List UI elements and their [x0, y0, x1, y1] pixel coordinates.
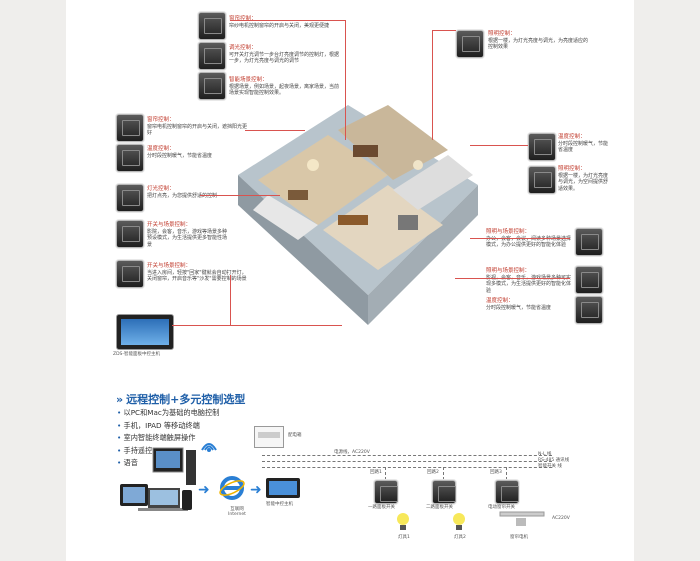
wall-panel-icon	[116, 260, 144, 288]
legend-item: RS-485 通讯线	[538, 458, 570, 463]
wall-panel-icon	[116, 220, 144, 248]
callout-label: 照明与场景控制：影视，会客，音乐，游戏场景多种可实现多模式，为生活提供更好的智能…	[486, 268, 572, 294]
callout-connector	[172, 325, 342, 326]
switch-label: 电动窗帘开关	[488, 505, 515, 510]
one-gang-switch-icon	[374, 480, 398, 504]
callout-label: 窗帘控制：帘纱电机控制窗帘的开启与关闭，美观更便捷	[229, 16, 330, 29]
breaker-strip	[258, 432, 280, 438]
wall-panel-icon	[198, 72, 226, 100]
double-chevron-icon: »	[116, 393, 124, 406]
arrow-right-icon: ➜	[198, 482, 210, 498]
wall-panel-icon	[528, 166, 556, 194]
callout-connector	[245, 130, 305, 131]
control-devices-illustration	[120, 447, 196, 511]
list-item: 以PC和Mac为基础的电脑控制	[117, 407, 220, 420]
branch-wire	[385, 467, 386, 485]
curtain-motor-label: 窗帘电机	[510, 535, 528, 540]
circuit-label: 回路3	[490, 470, 502, 475]
wall-panel-icon	[528, 133, 556, 161]
wall-panel-icon	[456, 30, 484, 58]
callout-label: 开关与场景控制：当进入房间，轻按"回家"键就会自动打开灯，关闭窗帘，开启音乐等"…	[147, 263, 247, 282]
callout-connector	[200, 195, 280, 196]
callout-label: 温度控制：分时段控制暖气，节能省温度	[147, 146, 213, 159]
callout-label: 智能场景控制：根据场景，例如场景，起夜场景，离家场景，当前场景实现智能控制效果。	[229, 77, 340, 96]
list-item: 语音	[117, 457, 219, 470]
callout-label: 开关与场景控制：影院，会客，音乐，游戏等场景多种预设模式，为生活提供更多智能性场…	[147, 222, 228, 248]
internet-label: 互联网 Internet	[228, 507, 246, 517]
bus-wire	[262, 455, 552, 456]
callout-connector	[470, 238, 570, 239]
wireless-signal-icon	[201, 443, 217, 452]
tablet-caption: ZDS-智能面板中控主机	[113, 352, 161, 357]
distribution-box	[254, 426, 284, 448]
light-bulb-icon	[397, 513, 409, 530]
callout-connector	[230, 20, 345, 21]
host-label: 智能中控主机	[266, 502, 293, 507]
light-bulb-icon	[453, 513, 465, 530]
wall-panel-icon	[198, 12, 226, 40]
callout-label: 照明控制：根据一楼，为灯光亮度与调光，为空间提供舒适效果。	[558, 166, 609, 192]
lamp-label: 灯具1	[398, 535, 410, 540]
circuit-label: 回路2	[427, 470, 439, 475]
callout-label: 温度控制：分时段控制暖气，节能省温度	[486, 298, 552, 311]
wall-panel-icon	[116, 144, 144, 172]
curtain-switch-icon	[495, 480, 519, 504]
callout-connector	[455, 278, 570, 279]
ac-label: 电源线，AC220V	[334, 450, 370, 455]
wall-panel-icon	[116, 114, 144, 142]
host-screen-display	[269, 481, 297, 495]
tablet-screen	[121, 319, 169, 345]
wall-panel-icon	[198, 42, 226, 70]
legend-item: N-L 线	[538, 452, 552, 457]
section-title: »远程控制+多元控制选型	[116, 393, 246, 406]
smart-host-screen	[266, 478, 300, 498]
wall-panel-icon	[575, 228, 603, 256]
wall-panel-icon	[116, 184, 144, 212]
list-item: 室内智能终端触屏操作	[117, 432, 219, 445]
list-item: 手持遥控	[117, 445, 219, 458]
two-gang-switch-icon	[432, 480, 456, 504]
callout-connector	[470, 145, 528, 146]
callout-connector	[432, 30, 456, 31]
arrow-right-icon: ➜	[250, 482, 262, 498]
switch-label: 一路面板开关	[368, 505, 395, 510]
callout-label: 照明控制：根据一楼，为灯光亮度与调光，为亮度适应的控制效果	[488, 31, 589, 50]
house-floorplan-illustration	[238, 105, 478, 325]
control-methods-list: 以PC和Mac为基础的电脑控制 手机，IPAD 等移动终端 室内智能终端触屏操作…	[117, 407, 220, 470]
branch-wire	[506, 467, 507, 485]
callout-label: 调光控制：可开关灯光调节一步台灯亮度调节的控制灯，根据一步，为灯光亮度与调光的调…	[229, 45, 340, 64]
branch-wire	[443, 467, 444, 485]
callout-connector	[432, 30, 433, 140]
callout-label: 灯光控制：把灯点亮，为您提供舒适的控制	[147, 186, 218, 199]
wall-panel-icon	[575, 266, 603, 294]
internet-explorer-icon	[219, 476, 245, 500]
touchscreen-tablet	[116, 314, 174, 350]
ac-motor-label: AC220V	[552, 516, 570, 521]
callout-label: 窗帘控制：窗帘电机控制窗帘的开启与关闭，遮挡阳光更好	[147, 117, 248, 136]
bus-wire	[262, 467, 552, 468]
distribution-box-label: 配电箱	[288, 433, 302, 438]
callout-connector	[345, 20, 346, 140]
legend-item: 智能开关 线	[538, 464, 562, 469]
callout-connector	[230, 275, 231, 325]
lamp-label: 灯具2	[454, 535, 466, 540]
wall-panel-icon	[575, 296, 603, 324]
callout-label: 温度控制：分时段控制暖气，节能省温度	[558, 134, 609, 153]
bus-wire	[262, 461, 552, 462]
curtain-motor-icon	[499, 511, 545, 526]
list-item: 手机，IPAD 等移动终端	[117, 420, 219, 433]
switch-label: 二路面板开关	[426, 505, 453, 510]
circuit-label: 回路1	[370, 470, 382, 475]
